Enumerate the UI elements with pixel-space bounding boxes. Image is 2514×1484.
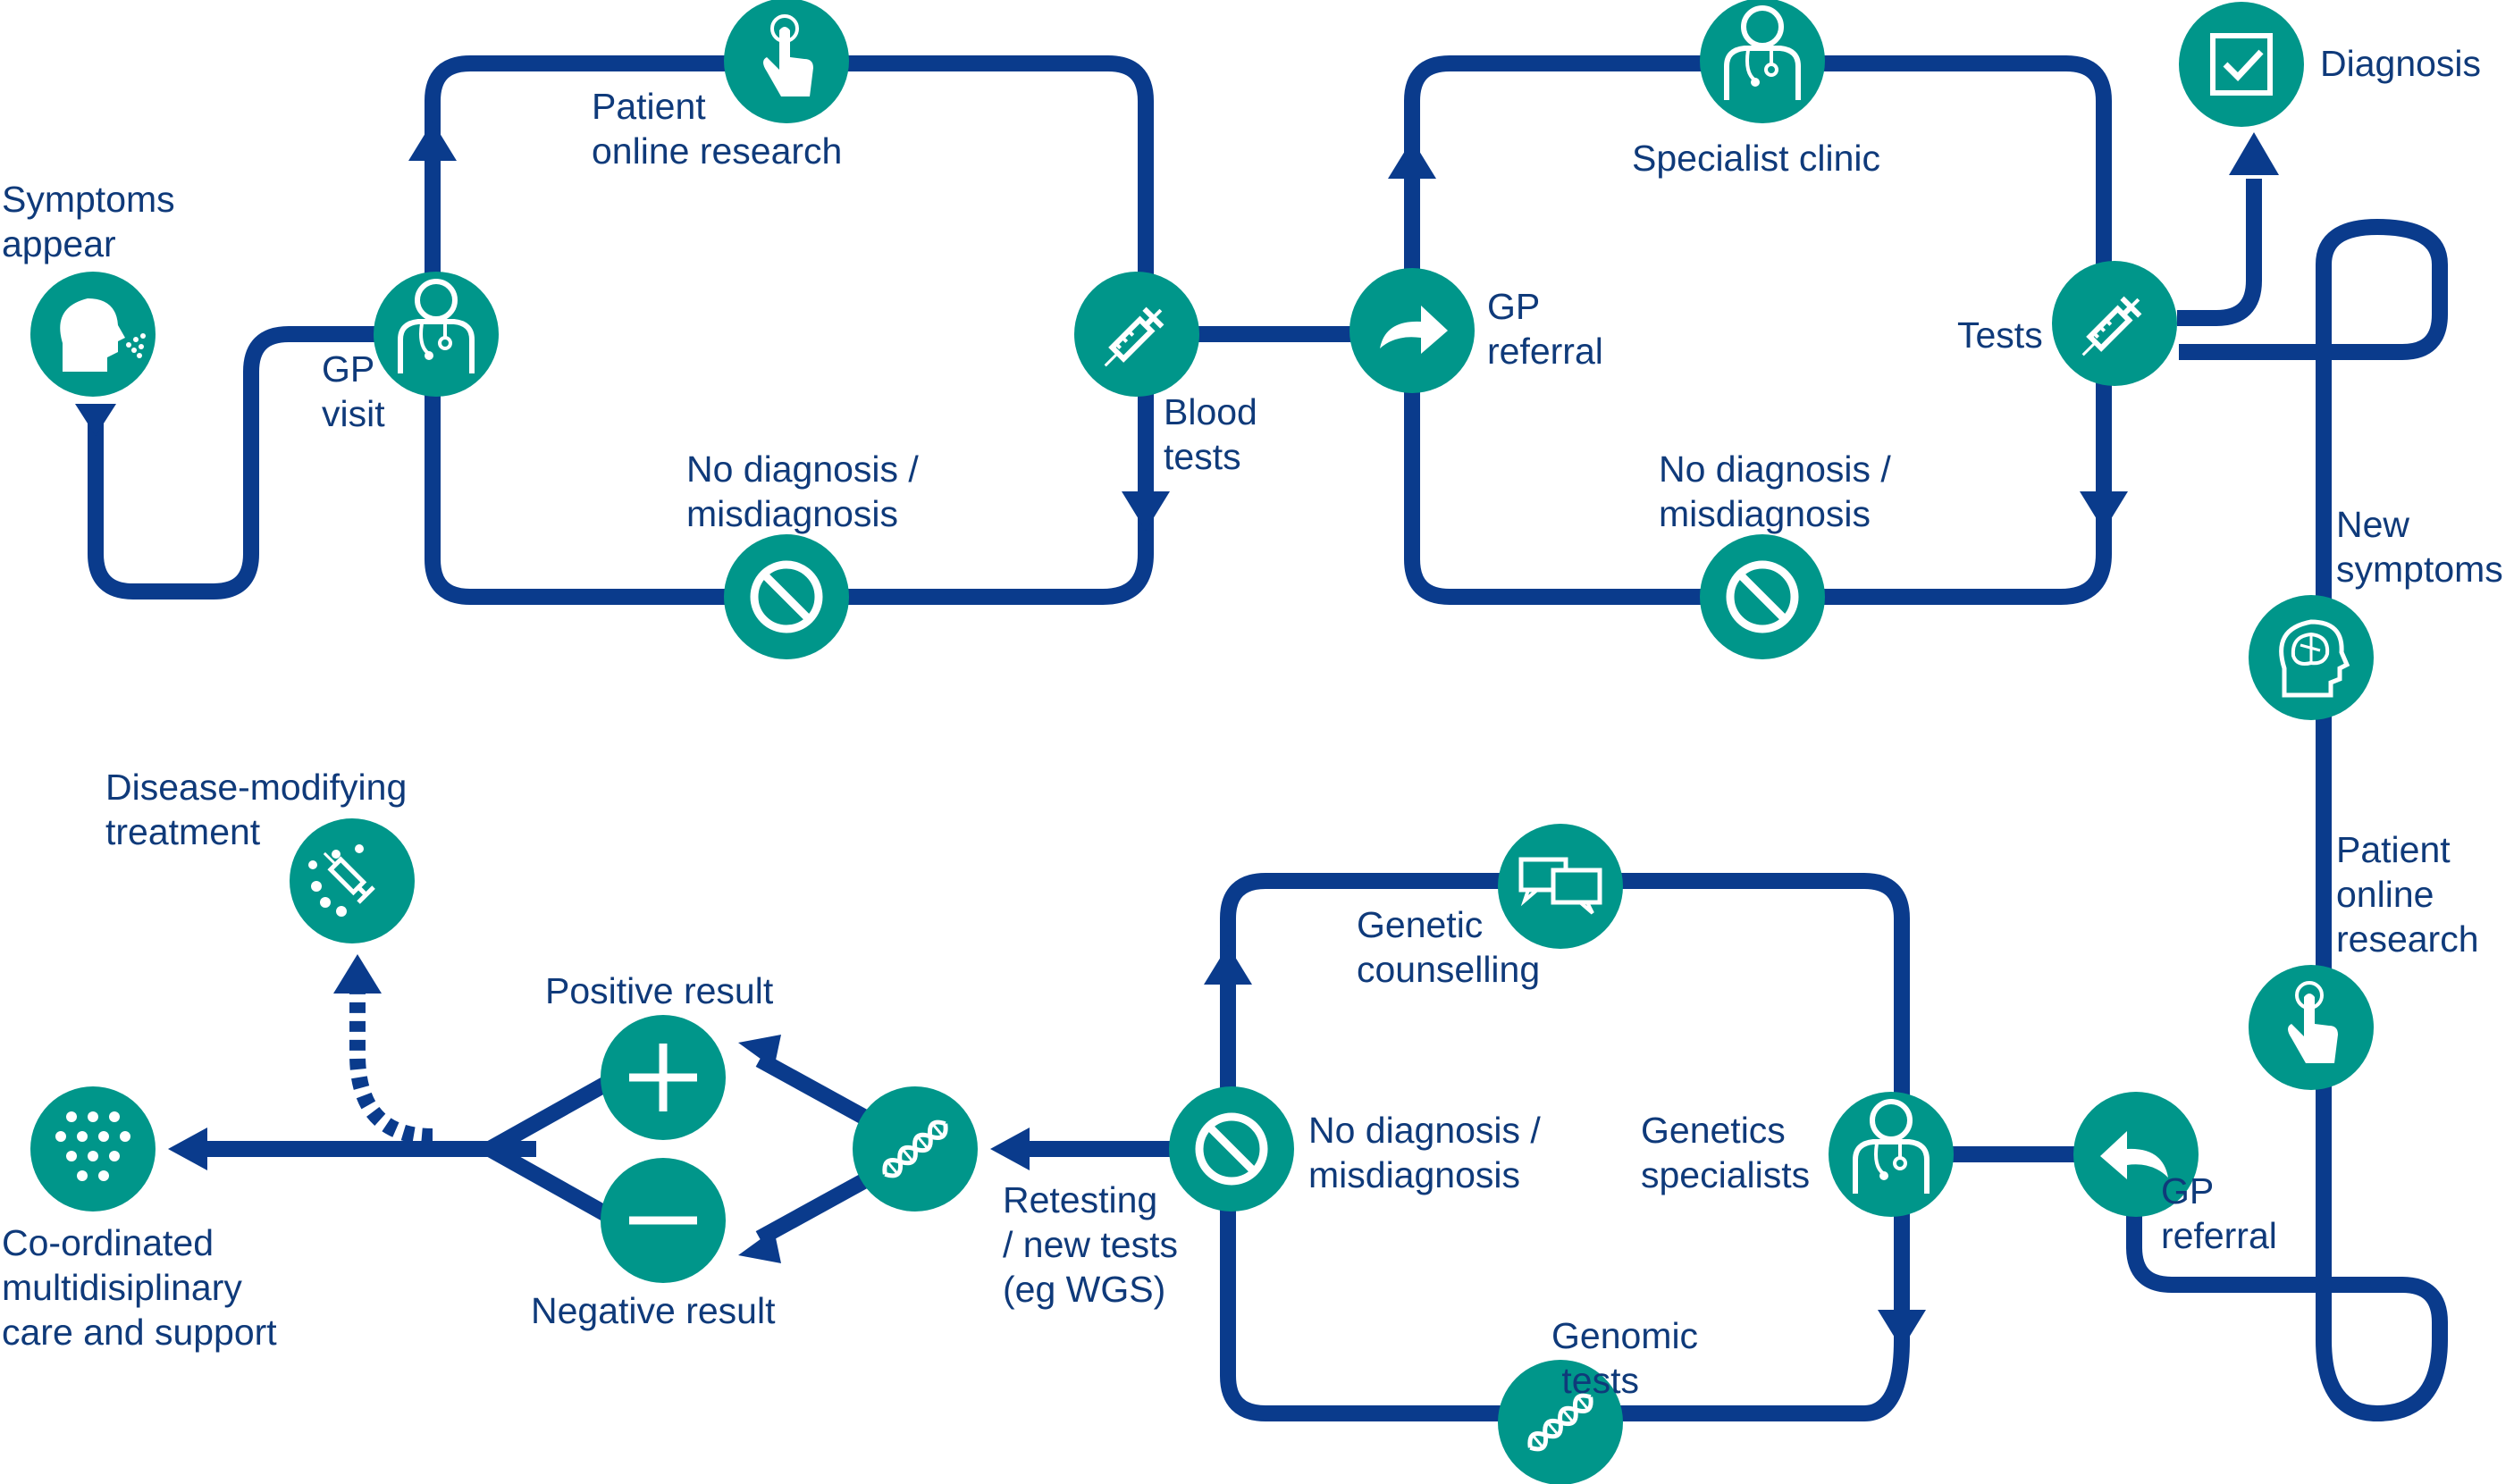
path-loop-2 — [1404, 55, 2112, 605]
care-node — [30, 1086, 156, 1212]
new-symptoms-node — [2249, 595, 2374, 720]
path-dna-to-positive — [755, 1052, 871, 1126]
arrow-head — [2080, 491, 2128, 531]
arrow-head — [1878, 1310, 1926, 1349]
tests-node — [2052, 261, 2177, 386]
label-gp-referral-2: GP referral — [2161, 1170, 2277, 1256]
arrow-head — [168, 1128, 207, 1170]
arrow-heads — [75, 122, 2279, 1349]
positive-result-node — [601, 1015, 726, 1140]
path-dna-to-negative — [755, 1172, 871, 1245]
dna-node — [853, 1086, 978, 1212]
label-tests: Tests — [1957, 314, 2043, 356]
path-tests-to-new-symptoms — [2126, 218, 2448, 1422]
arrow-head — [333, 954, 382, 994]
label-symptoms-appear: Symptoms appear — [2, 179, 175, 264]
label-gp-referral-1: GP referral — [1487, 286, 1603, 372]
symptoms-node — [30, 272, 156, 397]
arrow-head — [2229, 132, 2279, 175]
label-no-diagnosis-2: No diagnosis / misdiagnosis — [1659, 449, 1891, 534]
genetic-counselling-node — [1498, 824, 1623, 949]
label-blood-tests: Blood tests — [1164, 391, 1257, 477]
label-positive-result: Positive result — [545, 970, 774, 1011]
label-no-diagnosis-3: No diagnosis / misdiagnosis — [1308, 1110, 1541, 1195]
online-research-node-2 — [2249, 965, 2374, 1090]
path-loop-1 — [425, 55, 1154, 605]
label-specialist-clinic: Specialist clinic — [1632, 138, 1880, 179]
blood-tests-node — [1074, 272, 1199, 397]
label-new-symptoms: New symptoms — [2336, 504, 2503, 590]
label-disease-modifying: Disease-modifying treatment — [105, 767, 408, 852]
arrow-head — [1388, 139, 1436, 179]
arrow-head — [75, 404, 116, 436]
no-diagnosis-node-2 — [1700, 534, 1825, 659]
label-coordinated-care: Co-ordinated multidisiplinary care and s… — [2, 1222, 277, 1353]
no-diagnosis-node-1 — [724, 534, 849, 659]
arrow-head — [1122, 491, 1170, 531]
no-diagnosis-node-3 — [1169, 1086, 1294, 1212]
label-no-diagnosis-1: No diagnosis / misdiagnosis — [686, 449, 919, 534]
label-negative-result: Negative result — [531, 1290, 776, 1331]
label-genomic-tests: Genomic tests — [1551, 1315, 1699, 1401]
arrow-head — [408, 122, 457, 161]
arrow-head — [1204, 945, 1252, 985]
negative-result-node — [601, 1158, 726, 1283]
gp-visit-node — [374, 272, 499, 397]
label-retesting: Retesting / new tests (eg WGS) — [1003, 1179, 1178, 1310]
arrow-head — [738, 1035, 781, 1069]
path-to-treatment — [349, 994, 433, 1144]
treatment-node — [290, 818, 415, 943]
gp-referral-node-1 — [1349, 268, 1475, 393]
label-genetic-counselling: Genetic counselling — [1357, 904, 1541, 990]
path-negative-to-junction — [485, 1142, 612, 1222]
arrow-head — [990, 1128, 1030, 1170]
gp-referral-node-2 — [2073, 1092, 2199, 1217]
online-research-node-1 — [724, 0, 849, 123]
genomic-tests-node — [1498, 1360, 1623, 1484]
path-positive-to-junction — [485, 1076, 612, 1156]
label-gp-visit: GP visit — [322, 348, 385, 434]
genetics-specialists-node — [1829, 1092, 1954, 1217]
label-patient-online-research-1: Patient online research — [592, 86, 843, 172]
specialist-clinic-node — [1700, 0, 1825, 123]
label-diagnosis: Diagnosis — [2320, 43, 2482, 84]
path-tests-to-diagnosis — [2177, 179, 2262, 326]
arrow-head — [738, 1229, 781, 1263]
label-patient-online-research-2: Patient online research — [2336, 829, 2479, 960]
journey-paths — [88, 55, 2448, 1422]
diagnosis-node — [2179, 2, 2304, 127]
path-symptoms-to-gp — [88, 326, 433, 599]
label-genetics-specialists: Genetics specialists — [1641, 1110, 1811, 1195]
